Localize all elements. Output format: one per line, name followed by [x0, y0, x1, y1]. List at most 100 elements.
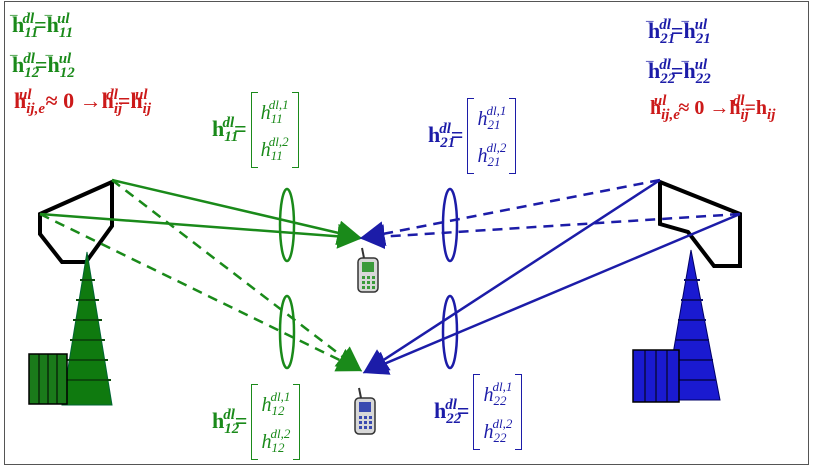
eq-sub: ij [142, 101, 151, 117]
equals: = [117, 88, 131, 113]
eq-sup: dl [23, 51, 35, 67]
h-symbol: h [434, 397, 447, 423]
ellipse-blue-bottom [441, 294, 459, 370]
matrix-h12: h12dl= h12dl,1 h12dl,2 [212, 384, 301, 460]
tower-left-stripes [64, 279, 111, 381]
blue-beams [359, 178, 741, 375]
eq-sub: 11 [24, 25, 39, 41]
h-symbol: h [10, 48, 24, 76]
h-letter: h [477, 108, 488, 130]
cell-sub: 12 [271, 403, 285, 418]
matrix-cell: h21dl,1 [477, 104, 506, 131]
eq-sub: 11 [58, 25, 74, 41]
bracket-right [293, 384, 301, 460]
matrix-h22: h22dl= h22dl,1 h22dl,2 [434, 374, 523, 450]
cell-sup: dl,2 [268, 134, 289, 149]
bracket-left [473, 374, 481, 450]
beam-1b-solid [111, 178, 363, 246]
beam-4b-solid [362, 212, 741, 375]
equals: = [234, 115, 247, 141]
eq-sub: 21 [695, 31, 711, 47]
tower-left [61, 251, 113, 406]
eq-sub: 12 [224, 420, 240, 437]
h-symbol: h [212, 407, 225, 433]
base-station-right-icon [632, 179, 742, 403]
beam-1a-solid [39, 212, 363, 249]
eq-sup: ul [19, 87, 32, 103]
eq-sub: 21 [440, 134, 456, 151]
eq-sub: ij [767, 107, 776, 123]
eq-sub: ij [740, 107, 749, 123]
cell-sub: 21 [487, 154, 501, 169]
h-letter: h [260, 139, 271, 161]
beam-4a-solid [362, 178, 661, 374]
eq-left-line3: hij,eul≈ 0 →hijdl=hijul [14, 87, 151, 117]
matrix-cells: h11dl,1 h11dl,2 [258, 93, 292, 167]
eq-sub: 12 [24, 65, 40, 81]
matrix-lhs: h12dl= [212, 407, 247, 438]
cell-sup: dl,1 [486, 103, 507, 118]
h-letter: h [477, 145, 488, 167]
beam-ellipses [278, 187, 459, 370]
equals: = [744, 97, 756, 119]
eq-right-line2: h22dl=h22ul [646, 54, 711, 87]
eq-sub: 22 [695, 71, 711, 87]
eq-sup: dl [222, 114, 235, 131]
eq-left-line2: h12dl=h12ul [10, 48, 75, 81]
matrix-cells: h22dl,1 h22dl,2 [480, 375, 515, 449]
h-letter: h [483, 384, 494, 406]
phone-top-icon [357, 247, 379, 293]
bracket-right [515, 374, 523, 450]
ellipse-green-top [278, 187, 296, 263]
h-symbol: h [755, 97, 768, 119]
eq-sup: dl [22, 11, 35, 27]
h-symbol: h [130, 88, 143, 113]
eq-sup: dl [659, 17, 671, 33]
cell-sub: 12 [271, 440, 285, 455]
matrix-cell: h22dl,1 [483, 380, 512, 407]
eq-sup: ul [694, 57, 708, 73]
h-symbol: h [646, 54, 660, 82]
matrix-lhs: h22dl= [434, 397, 469, 428]
h-symbol: h [212, 115, 225, 141]
cell-sub: 11 [270, 111, 283, 126]
eq-sup: ul [57, 11, 70, 27]
cell-sup: dl,2 [492, 416, 513, 431]
cell-sup: dl,1 [268, 97, 289, 112]
h-symbol: h [428, 121, 441, 147]
eq-sub: ij,e [661, 107, 680, 123]
h-symbol: h [14, 88, 27, 113]
eq-sup: dl [223, 406, 235, 423]
phone-bottom-icon [354, 387, 376, 435]
h-letter: h [260, 102, 271, 124]
matrix-cell: h11dl,1 [261, 98, 289, 125]
bracket-left [250, 92, 258, 168]
h-letter: h [483, 421, 494, 443]
eq-right-line1: h21dl=h21ul [646, 14, 711, 47]
eq-sub: 21 [660, 31, 676, 47]
matrix-lhs: h11dl= [212, 115, 247, 146]
matrix-cells: h12dl,1 h12dl,2 [258, 385, 293, 459]
cell-sub: 11 [270, 148, 283, 163]
equals: = [34, 12, 47, 37]
h-symbol: h [681, 14, 695, 42]
h-symbol: h [650, 97, 662, 119]
eq-sub: ij,e [26, 101, 45, 117]
h-letter: h [261, 394, 272, 416]
bracket-right [291, 92, 299, 168]
h-symbol: h [681, 54, 695, 82]
eq-left-line1: h11dl=h11ul [10, 8, 74, 41]
h-symbol: h [45, 8, 59, 36]
beam-2b-dashed [111, 179, 362, 372]
green-beams [39, 178, 363, 372]
matrix-lhs: h21dl= [428, 121, 463, 152]
matrix-cell: h12dl,2 [261, 427, 290, 454]
matrix-h21: h21dl= h21dl,1 h21dl,2 [428, 98, 517, 174]
cabinet-left [28, 353, 68, 405]
h-symbol: h [45, 48, 59, 76]
h-symbol: h [646, 14, 660, 42]
bracket-right [509, 98, 517, 174]
matrix-cell: h11dl,2 [261, 135, 289, 162]
eq-sup: ul [653, 93, 667, 109]
approx-arrow: ≈ 0 → [45, 88, 102, 113]
